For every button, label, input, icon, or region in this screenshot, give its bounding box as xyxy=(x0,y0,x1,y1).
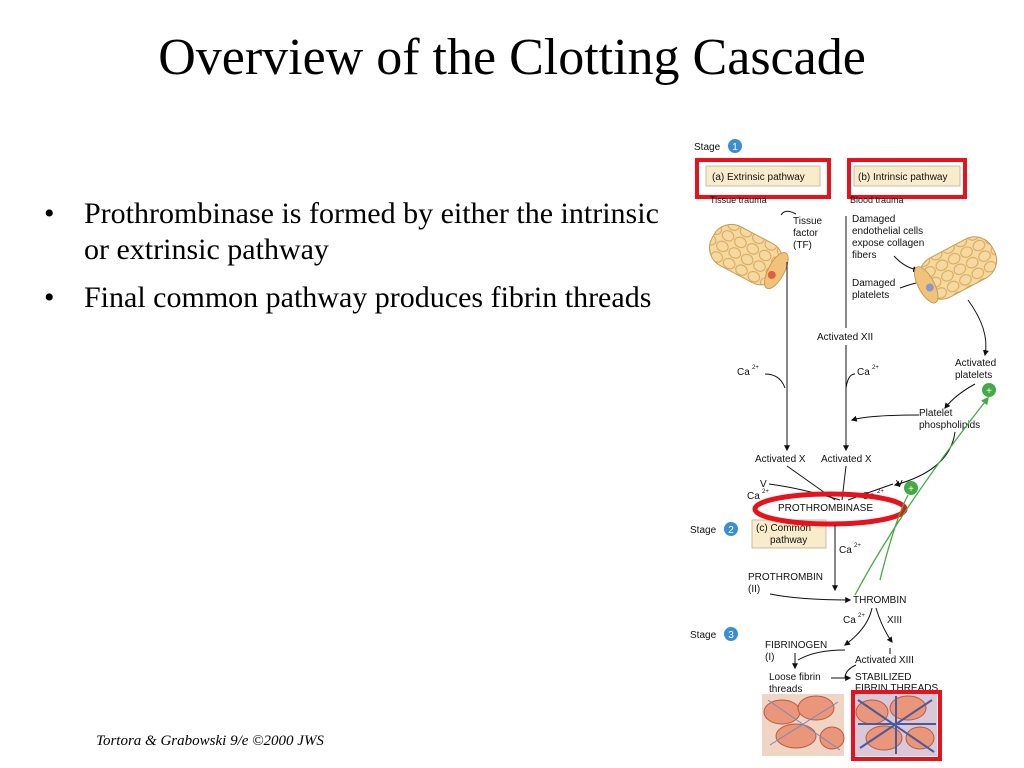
svg-text:phospholipids: phospholipids xyxy=(919,420,980,431)
extrinsic-pathway-box: (a) Extrinsic pathway xyxy=(695,158,831,199)
svg-text:1: 1 xyxy=(732,142,738,153)
activated-x-right: Activated X xyxy=(821,454,872,465)
svg-text:Ca: Ca xyxy=(737,367,750,378)
svg-text:Platelet: Platelet xyxy=(919,408,953,419)
activated-xii-label: Activated XII xyxy=(817,332,873,343)
svg-text:(TF): (TF) xyxy=(793,240,812,251)
svg-text:(a) Extrinsic pathway: (a) Extrinsic pathway xyxy=(712,172,805,183)
svg-text:2+: 2+ xyxy=(877,489,884,495)
activated-platelets-label: Activated platelets xyxy=(955,358,996,381)
prothrombin-label: PROTHROMBIN (II) xyxy=(748,572,823,595)
svg-text:expose collagen: expose collagen xyxy=(852,238,924,249)
stage-1-label: Stage 1 xyxy=(694,139,742,153)
svg-text:+: + xyxy=(908,484,914,495)
factor-xiii-label: XIII xyxy=(887,615,902,626)
svg-text:Loose fibrin: Loose fibrin xyxy=(769,672,821,683)
loose-fibrin-label: Loose fibrin threads xyxy=(769,672,821,695)
svg-text:2+: 2+ xyxy=(762,489,769,495)
tissue-trauma-label: Tissue trauma xyxy=(710,195,767,205)
bullet-item: •Final common pathway produces fibrin th… xyxy=(44,281,652,314)
fibrinogen-label: FIBRINOGEN (I) xyxy=(765,640,827,663)
tissue-factor-label: Tissue factor (TF) xyxy=(793,216,823,251)
svg-text:STABILIZED: STABILIZED xyxy=(855,672,912,683)
stabilized-fibrin-label: STABILIZED FIBRIN THREADS xyxy=(855,672,938,694)
svg-text:(b) Intrinsic pathway: (b) Intrinsic pathway xyxy=(858,172,947,183)
prothrombinase-highlight xyxy=(752,491,908,527)
svg-text:fibers: fibers xyxy=(852,250,876,261)
bullet-item: •Prothrombinase is formed by either the … xyxy=(44,197,659,266)
blood-vessel-image xyxy=(913,236,998,304)
platelet-phospholipids-label: Platelet phospholipids xyxy=(919,408,980,431)
svg-text:3: 3 xyxy=(728,630,734,641)
svg-text:pathway: pathway xyxy=(770,535,807,546)
svg-text:PROTHROMBIN: PROTHROMBIN xyxy=(748,572,823,583)
svg-text:2: 2 xyxy=(728,525,734,536)
factor-v-left: V xyxy=(760,479,767,490)
stage-3-label: Stage 3 xyxy=(690,627,738,641)
svg-text:Tissue: Tissue xyxy=(793,216,823,227)
bullet-list: •Prothrombinase is formed by either the … xyxy=(42,196,662,328)
tissue-vessel-image xyxy=(709,223,789,290)
svg-text:2+: 2+ xyxy=(872,365,879,371)
svg-text:platelets: platelets xyxy=(955,370,992,381)
plus-icon xyxy=(982,383,996,397)
damaged-platelets-label: Damaged platelets xyxy=(852,278,895,301)
svg-text:Activated: Activated xyxy=(955,358,996,369)
damaged-endothelial-label: Damaged endothelial cells expose collage… xyxy=(852,214,924,261)
svg-text:endothelial cells: endothelial cells xyxy=(852,226,923,237)
plus-icon xyxy=(904,481,918,495)
svg-text:2+: 2+ xyxy=(752,365,759,371)
svg-text:FIBRIN THREADS: FIBRIN THREADS xyxy=(855,683,938,694)
svg-text:Damaged: Damaged xyxy=(852,278,895,289)
svg-text:Ca: Ca xyxy=(747,491,760,502)
ca-label-right: Ca 2+ xyxy=(857,365,879,378)
intrinsic-pathway-box: (b) Intrinsic pathway xyxy=(847,158,967,199)
svg-text:(II): (II) xyxy=(748,584,760,595)
loose-fibrin-image xyxy=(762,694,845,756)
stage-2-label: Stage 2 xyxy=(690,522,738,536)
svg-text:Stage: Stage xyxy=(694,142,721,153)
svg-text:Damaged: Damaged xyxy=(852,214,895,225)
activated-x-left: Activated X xyxy=(755,454,806,465)
svg-text:FIBRINOGEN: FIBRINOGEN xyxy=(765,640,827,651)
svg-text:2+: 2+ xyxy=(858,613,865,619)
svg-text:threads: threads xyxy=(769,684,802,695)
svg-text:(I): (I) xyxy=(765,652,774,663)
svg-text:2+: 2+ xyxy=(854,543,861,549)
ca-label-left: Ca 2+ xyxy=(737,365,759,378)
svg-text:+: + xyxy=(986,386,992,397)
stabilized-fibrin-image xyxy=(851,690,942,761)
ca-label-prothrombinase-left: Ca 2+ xyxy=(747,489,769,502)
factor-v-right: V xyxy=(896,479,903,490)
blood-trauma-label: Blood trauma xyxy=(850,195,904,205)
thrombin-label: THROMBIN xyxy=(853,595,906,606)
svg-text:Stage: Stage xyxy=(690,525,717,536)
activated-xiii-label: Activated XIII xyxy=(855,655,914,666)
svg-text:Stage: Stage xyxy=(690,630,717,641)
svg-text:factor: factor xyxy=(793,228,819,239)
svg-text:Ca: Ca xyxy=(839,545,852,556)
clotting-cascade-diagram: Stage 1 (a) Extrinsic pathway (b) Intrin… xyxy=(690,139,998,761)
ca-label-stage2: Ca 2+ xyxy=(839,543,861,556)
svg-text:Ca: Ca xyxy=(857,367,870,378)
citation: Tortora & Grabowski 9/e ©2000 JWS xyxy=(96,733,324,749)
svg-text:(c) Common: (c) Common xyxy=(756,523,811,534)
svg-text:Ca: Ca xyxy=(843,615,856,626)
slide-title: Overview of the Clotting Cascade xyxy=(158,29,866,86)
svg-text:platelets: platelets xyxy=(852,290,889,301)
ca-label-stage3: Ca 2+ xyxy=(843,613,865,626)
prothrombinase-label: PROTHROMBINASE xyxy=(778,503,873,514)
